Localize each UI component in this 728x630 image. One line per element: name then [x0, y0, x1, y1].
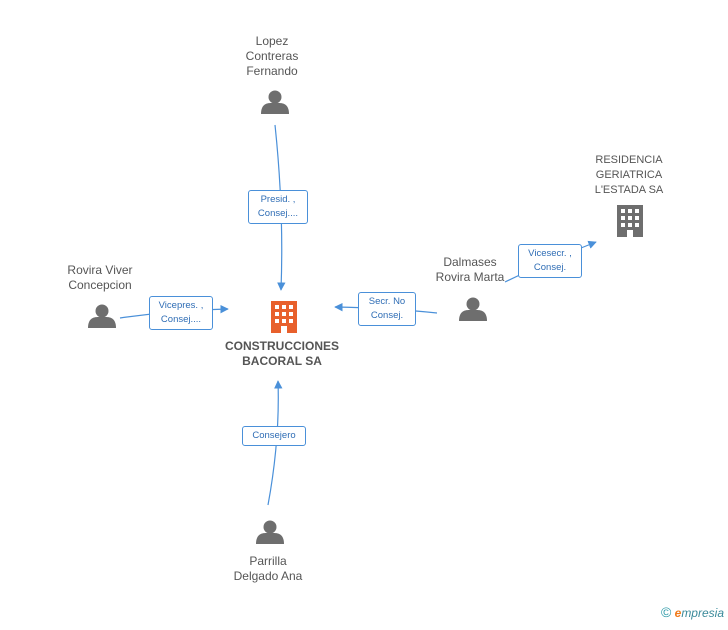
main-company-label[interactable]: CONSTRUCCIONES BACORAL SA [224, 339, 339, 368]
brand-footer: © empresia [661, 604, 724, 620]
building-icon[interactable] [617, 205, 643, 237]
relation-label-dalmases: Secr. No Consej. [358, 292, 416, 326]
person-label-parrilla[interactable]: Parrilla Delgado Ana [233, 554, 303, 583]
person-icon[interactable] [459, 297, 487, 322]
copyright-symbol: © [660, 604, 672, 620]
person-icon[interactable] [88, 304, 116, 329]
person-label-dalmases[interactable]: Dalmases Rovira Marta [435, 255, 505, 284]
person-icon[interactable] [261, 90, 289, 115]
person-icon[interactable] [256, 520, 284, 545]
relation-label-residencia: Vicesecr. , Consej. [518, 244, 582, 278]
person-label-rovira-viver[interactable]: Rovira Viver Concepcion [67, 263, 133, 292]
company-label-residencia[interactable]: RESIDENCIA GERIATRICA L'ESTADA SA [594, 154, 664, 196]
main-company-building-icon[interactable] [271, 301, 297, 333]
brand-logo-e: e [674, 606, 682, 620]
relation-label-lopez: Presid. , Consej.... [248, 190, 308, 224]
person-label-lopez[interactable]: Lopez Contreras Fernando [245, 34, 299, 78]
relation-label-rovira-viver: Vicepres. , Consej.... [149, 296, 213, 330]
relation-label-parrilla: Consejero [242, 426, 306, 446]
brand-logo-text: mpresia [681, 606, 724, 620]
